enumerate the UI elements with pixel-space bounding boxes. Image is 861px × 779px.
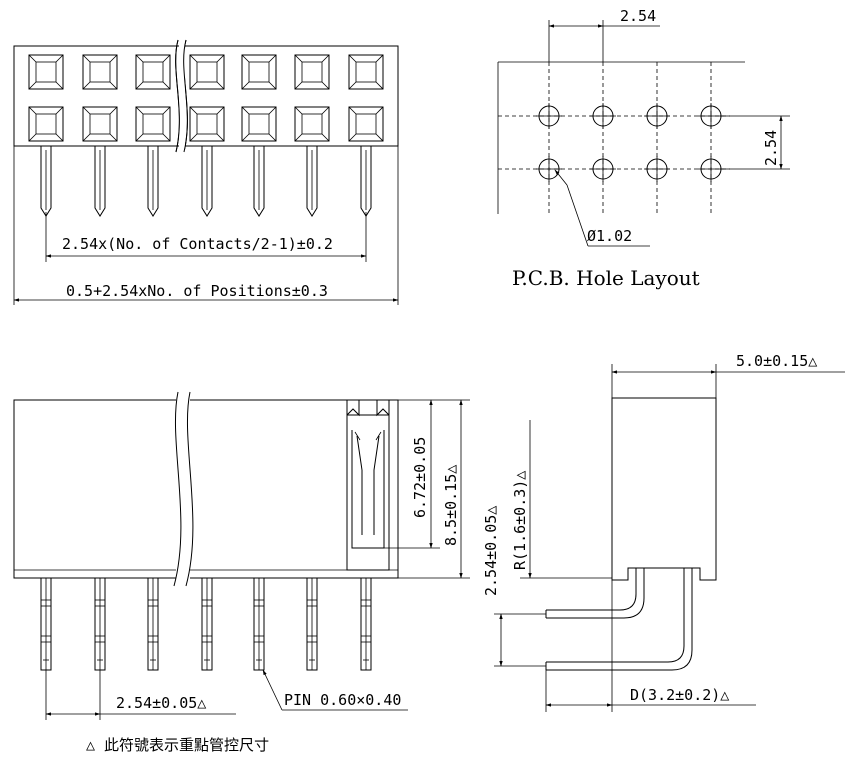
pcb-holes (536, 103, 724, 182)
front-break-line-1 (173, 391, 182, 587)
contact-cell (82, 106, 118, 142)
front-pin (306, 577, 318, 671)
front-view-pins (40, 577, 372, 671)
contact-slot-detail (346, 400, 390, 571)
contact-cell (241, 106, 277, 142)
housing-height-dimension: 8.5±0.15△ (442, 465, 460, 546)
contact-cell (294, 54, 330, 90)
pin-pitch-dimension: 2.54±0.05△ (116, 694, 206, 712)
side-lower-pin (546, 568, 685, 663)
contact-cell (348, 106, 384, 142)
front-view: 6.72±0.05 8.5±0.15△ 2.54±0.05△ PIN 0.60×… (13, 391, 470, 720)
side-view-housing (611, 397, 717, 581)
pcb-hole (536, 103, 562, 129)
pcb-hole (644, 103, 670, 129)
pcb-title: P.C.B. Hole Layout (512, 266, 700, 290)
front-pin (94, 577, 106, 671)
front-break-line-2 (185, 391, 194, 587)
side-radius-dimension: R(1.6±0.3)△ (511, 471, 529, 570)
contact-cell (28, 106, 64, 142)
front-pin (253, 577, 265, 671)
pcb-pitch-side-dimension: 2.54 (762, 130, 780, 166)
contact-cell (189, 54, 225, 90)
critical-dimension-note: △ 此符號表示重點管控尺寸 (86, 736, 269, 754)
pcb-hole-diameter: Ø1.02 (587, 227, 632, 245)
pcb-hole (590, 156, 616, 182)
contact-cell (189, 106, 225, 142)
inner-span-dimension: 2.54x(No. of Contacts/2-1)±0.2 (62, 235, 333, 253)
contact-cell (135, 54, 171, 90)
top-view-contact-cells (28, 54, 384, 142)
pcb-hole-layout: 2.54 2.54 Ø1.02 P.C.B. Hole Layout (497, 7, 790, 290)
pin-size-label: PIN 0.60×0.40 (284, 691, 401, 709)
side-row-pitch-dimension: 2.54±0.05△ (482, 506, 500, 596)
front-view-housing (13, 399, 399, 579)
top-pin (306, 146, 318, 217)
pcb-pitch-top-dimension: 2.54 (620, 7, 656, 25)
top-view-housing (13, 45, 399, 147)
top-view-pins (40, 146, 372, 217)
top-pin (147, 146, 159, 217)
pcb-hole (536, 156, 562, 182)
pcb-grid-lines (497, 61, 745, 214)
side-depth-dimension: D(3.2±0.2)△ (630, 686, 729, 704)
side-width-dimension: 5.0±0.15△ (736, 352, 817, 370)
overall-length-dimension: 0.5+2.54xNo. of Positions±0.3 (66, 282, 328, 300)
pcb-hole (644, 156, 670, 182)
top-view: 2.54x(No. of Contacts/2-1)±0.2 0.5+2.54x… (13, 38, 399, 305)
front-pin (147, 577, 159, 671)
top-pin (253, 146, 265, 217)
side-view: 5.0±0.15△ R(1.6±0.3)△ 2.54±0.05△ D(3.2±0… (482, 352, 845, 712)
top-pin (94, 146, 106, 217)
contact-cell (294, 106, 330, 142)
contact-cell (28, 54, 64, 90)
side-upper-pin (546, 568, 637, 611)
contact-cell (135, 106, 171, 142)
pcb-hole (590, 103, 616, 129)
front-pin (201, 577, 213, 671)
top-pin (201, 146, 213, 217)
contact-cell (241, 54, 277, 90)
contact-height-dimension: 6.72±0.05 (411, 437, 429, 518)
front-pin (40, 577, 52, 671)
contact-cell (348, 54, 384, 90)
front-pin (360, 577, 372, 671)
contact-cell (82, 54, 118, 90)
